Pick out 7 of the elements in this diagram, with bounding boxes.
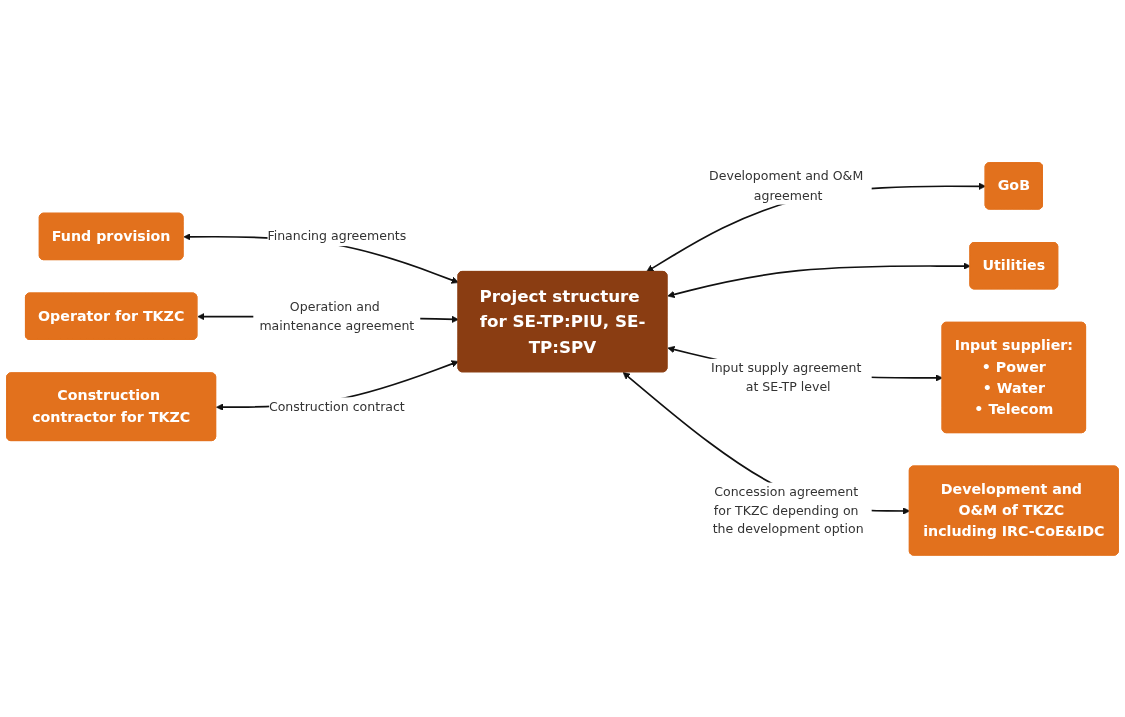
edge-label: Construction contract (268, 398, 405, 414)
edge-label: Operation and maintenance agreement (259, 298, 415, 333)
edge-label: Financing agreements (267, 228, 407, 244)
edge-label: Developoment and O&M agreement (709, 168, 864, 203)
edge-label: Input supply agreement at SE-TP level (710, 359, 862, 394)
arrow (667, 262, 971, 298)
edge-label: Concession agreement for TKZC depending on the development option (712, 483, 864, 537)
